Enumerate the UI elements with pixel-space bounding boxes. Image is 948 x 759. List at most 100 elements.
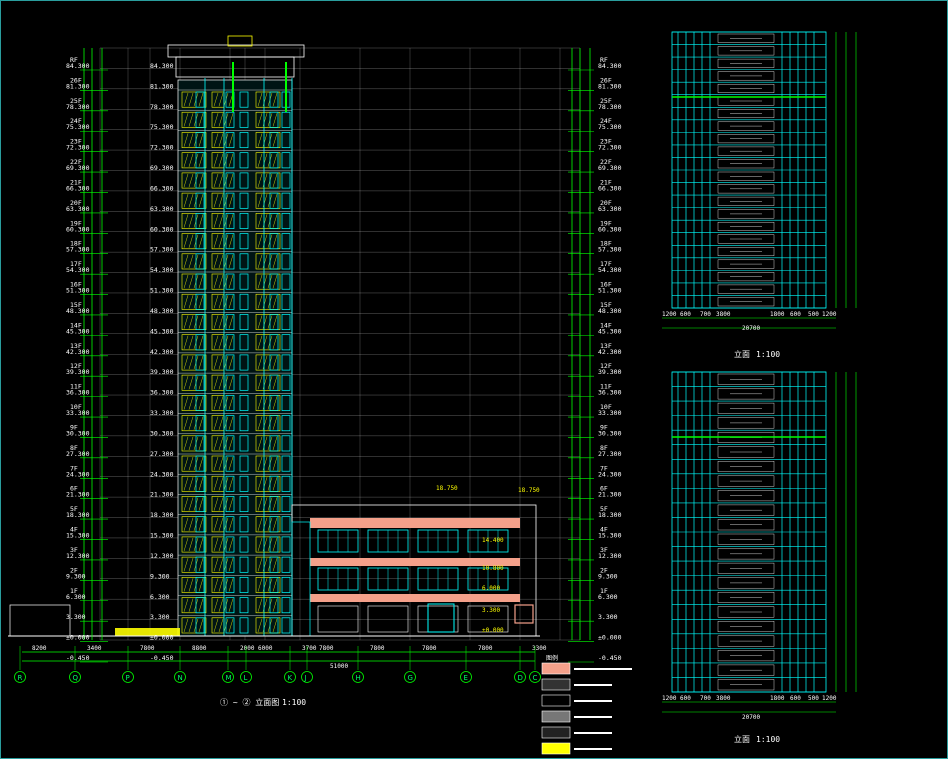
tower-window	[269, 576, 279, 593]
floor-label-left: 3F	[70, 546, 78, 554]
tower-window	[239, 253, 249, 270]
side-core-panel	[717, 46, 775, 56]
side-top-scale: 1:100	[756, 350, 780, 359]
cladding-hatch	[272, 315, 278, 329]
cladding-panel	[181, 354, 207, 371]
cladding-hatch	[198, 578, 204, 592]
cladding-hatch	[198, 295, 204, 309]
cladding-hatch	[272, 456, 278, 471]
tower-window	[269, 374, 279, 391]
shopfront	[417, 605, 459, 633]
elevation-label-inner: 69.300	[150, 164, 174, 172]
elevation-label-left: 63.300	[66, 205, 90, 213]
cladding-hatch	[228, 315, 234, 329]
legend-swatch-tile	[541, 710, 571, 723]
elevation-label-left: 21.300	[66, 491, 90, 499]
side-core-panel	[717, 247, 775, 257]
tower-window	[281, 314, 291, 331]
cladding-hatch	[218, 295, 224, 309]
side-core-panel	[717, 134, 775, 144]
cladding-hatch	[213, 376, 219, 390]
tower-window	[281, 556, 291, 573]
side-core-panel	[717, 621, 775, 633]
floor-label-right: 13F	[600, 342, 612, 350]
tower-window	[239, 576, 249, 593]
cladding-hatch	[213, 355, 219, 370]
side-core-panel	[717, 209, 775, 219]
cladding-hatch	[218, 578, 224, 592]
cladding-hatch	[272, 598, 278, 612]
floor-label-left: 4F	[70, 526, 78, 534]
cladding-hatch	[183, 355, 189, 370]
podium-band-top	[310, 518, 520, 528]
cladding-panel	[255, 516, 281, 533]
elevation-label-inner: 42.300	[150, 348, 174, 356]
floor-label-right: 6F	[600, 485, 608, 493]
tower-window	[195, 152, 205, 169]
side-core-panel	[717, 679, 775, 691]
cladding-hatch	[188, 618, 194, 633]
cladding-hatch	[213, 234, 219, 248]
cladding-hatch	[218, 416, 224, 430]
bottom-dim-label: 7800	[422, 645, 437, 652]
side-core-panel	[717, 146, 775, 156]
floor-label-right: 18F	[600, 240, 612, 248]
tower-window	[281, 475, 291, 492]
cladding-hatch	[183, 517, 189, 531]
elevation-label-right: 24.300	[598, 470, 622, 478]
tower-window	[225, 354, 235, 371]
cladding-hatch	[188, 355, 194, 370]
elevation-label-right: 84.300	[598, 62, 622, 70]
cladding-hatch	[257, 376, 263, 390]
cladding-panel	[255, 577, 281, 593]
cladding-hatch	[218, 477, 224, 491]
cladding-hatch	[213, 113, 219, 127]
tower-window	[195, 455, 205, 472]
tower-window	[195, 293, 205, 310]
elevation-label-right: 18.300	[598, 511, 622, 519]
cladding-hatch	[188, 537, 194, 552]
cladding-hatch	[257, 558, 263, 572]
cladding-hatch	[198, 355, 204, 370]
elevation-label-left: 6.300	[66, 593, 86, 601]
cladding-panel	[255, 152, 281, 169]
cladding-panel	[181, 192, 207, 209]
side-core-panel	[717, 259, 775, 269]
side-dim-label: 600	[790, 311, 801, 318]
cladding-hatch	[183, 173, 189, 188]
cladding-hatch	[213, 315, 219, 329]
floor-label-right: 7F	[600, 464, 608, 472]
cladding-hatch	[183, 214, 189, 228]
elevation-label-left: 54.300	[66, 266, 90, 274]
tower-window	[225, 192, 235, 209]
tower-window	[269, 556, 279, 573]
cladding-hatch	[183, 497, 189, 511]
cladding-hatch	[257, 234, 263, 248]
elevation-label-left: 12.300	[66, 552, 90, 560]
elevation-label-left: 18.300	[66, 511, 90, 519]
tower-window	[195, 617, 205, 634]
side-dim-label: 600	[680, 695, 691, 702]
cladding-hatch	[257, 194, 263, 208]
tower-window	[281, 496, 291, 513]
tower-window	[239, 273, 249, 290]
side-dim-label: 500	[808, 311, 819, 318]
cladding-hatch	[188, 578, 194, 592]
tower-window	[269, 233, 279, 250]
side-core-panel	[717, 159, 775, 169]
cladding-hatch	[188, 456, 194, 471]
cladding-panel	[181, 536, 207, 553]
elevation-label-inner: 60.300	[150, 225, 174, 233]
side-dim-label: 700	[700, 311, 711, 318]
cladding-hatch	[257, 153, 263, 167]
cladding-hatch	[218, 456, 224, 471]
side-bottom-total-dim: 20700	[742, 714, 760, 721]
tower-window	[269, 435, 279, 452]
cladding-hatch	[257, 396, 263, 410]
cladding-hatch	[188, 436, 194, 451]
tower-window	[281, 374, 291, 391]
cladding-hatch	[198, 598, 204, 612]
cladding-hatch	[228, 477, 234, 491]
podium-level: 14.400	[482, 537, 504, 544]
tower-window	[239, 293, 249, 310]
